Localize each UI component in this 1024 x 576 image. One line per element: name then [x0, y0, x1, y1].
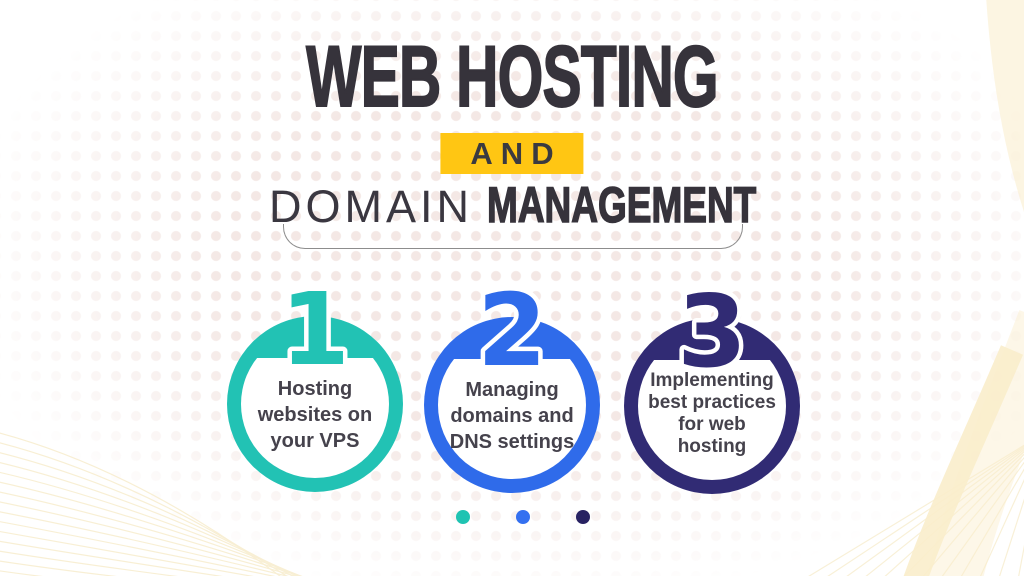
step-1-number: 1: [276, 267, 355, 393]
pagination-dot-2: [516, 510, 530, 524]
svg-text:3: 3: [677, 273, 747, 390]
step-3-number: 3: [673, 269, 752, 395]
bottom-right-soft-band: [927, 310, 1024, 576]
step-3-label: Implementing best practices for web host…: [648, 370, 776, 457]
pagination-dot-1: [456, 510, 470, 524]
svg-text:2: 2: [477, 272, 547, 389]
subtitle: DOMAIN MANAGEMENT: [0, 177, 1024, 233]
pagination-dot-3: [576, 510, 590, 524]
step-circle-3: 3 Implementing best practices for web ho…: [624, 269, 800, 494]
page-title: WEB HOSTING: [306, 29, 720, 125]
subtitle-bold-word: MANAGEMENT: [486, 177, 757, 233]
and-badge-label: AND: [470, 135, 562, 171]
step-circle-2: 2 Managing domains and DNS settings: [424, 268, 600, 493]
step-3-ring: [624, 318, 800, 494]
and-badge: AND: [440, 133, 584, 174]
step-2-number: 2: [473, 268, 552, 394]
step-circle-1: 1 Hosting websites on your VPS: [227, 267, 403, 492]
svg-text:1: 1: [280, 271, 350, 388]
bottom-left-lines: [0, 432, 303, 576]
step-2-label: Managing domains and DNS settings: [449, 379, 575, 453]
subtitle-light-word: DOMAIN: [269, 181, 473, 232]
bottom-right-band: [903, 345, 1024, 576]
step-1-label: Hosting websites on your VPS: [257, 378, 373, 452]
step-1-ring: [227, 316, 403, 492]
top-right-wedge: [986, 0, 1024, 212]
step-2-ring: [424, 317, 600, 493]
pagination-dots: [456, 510, 590, 524]
